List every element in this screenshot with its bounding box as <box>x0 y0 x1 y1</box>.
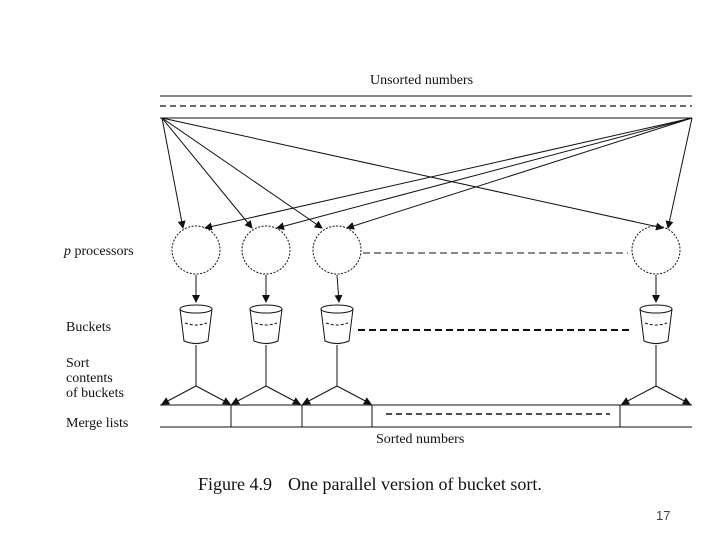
distribution-arrows <box>161 117 693 231</box>
figure-caption-text: One parallel version of bucket sort. <box>288 474 542 494</box>
processor-2 <box>241 225 291 275</box>
unsorted-array <box>160 95 692 119</box>
sort-label-line1: Sort <box>66 356 90 371</box>
processor-to-bucket-arrows <box>192 274 660 303</box>
sort-label-line3: of buckets <box>66 386 124 401</box>
processor-count-variable: p <box>64 244 71 259</box>
processors-label: p processors <box>64 244 134 259</box>
merge-lists-label: Merge lists <box>66 416 129 431</box>
processor-1 <box>171 225 221 275</box>
sorted-array <box>160 404 692 428</box>
processors <box>171 225 681 275</box>
buckets-label: Buckets <box>66 320 112 335</box>
figure-number: Figure 4.9 <box>198 474 272 494</box>
sorted-numbers-label: Sorted numbers <box>376 432 465 447</box>
page-number: 17 <box>656 508 671 523</box>
bucket-1 <box>179 304 213 344</box>
figure-caption: Figure 4.9 One parallel version of bucket… <box>198 474 542 495</box>
bucket-2 <box>249 304 283 344</box>
processors-text: processors <box>71 244 134 259</box>
bucket-p <box>639 304 673 344</box>
bucket-3 <box>320 304 354 344</box>
processor-p <box>631 225 681 275</box>
unsorted-numbers-label: Unsorted numbers <box>370 73 474 88</box>
sort-label-line2: contents <box>66 371 113 386</box>
merge-arrows <box>161 345 691 405</box>
processor-3 <box>312 225 362 275</box>
buckets <box>179 304 673 344</box>
